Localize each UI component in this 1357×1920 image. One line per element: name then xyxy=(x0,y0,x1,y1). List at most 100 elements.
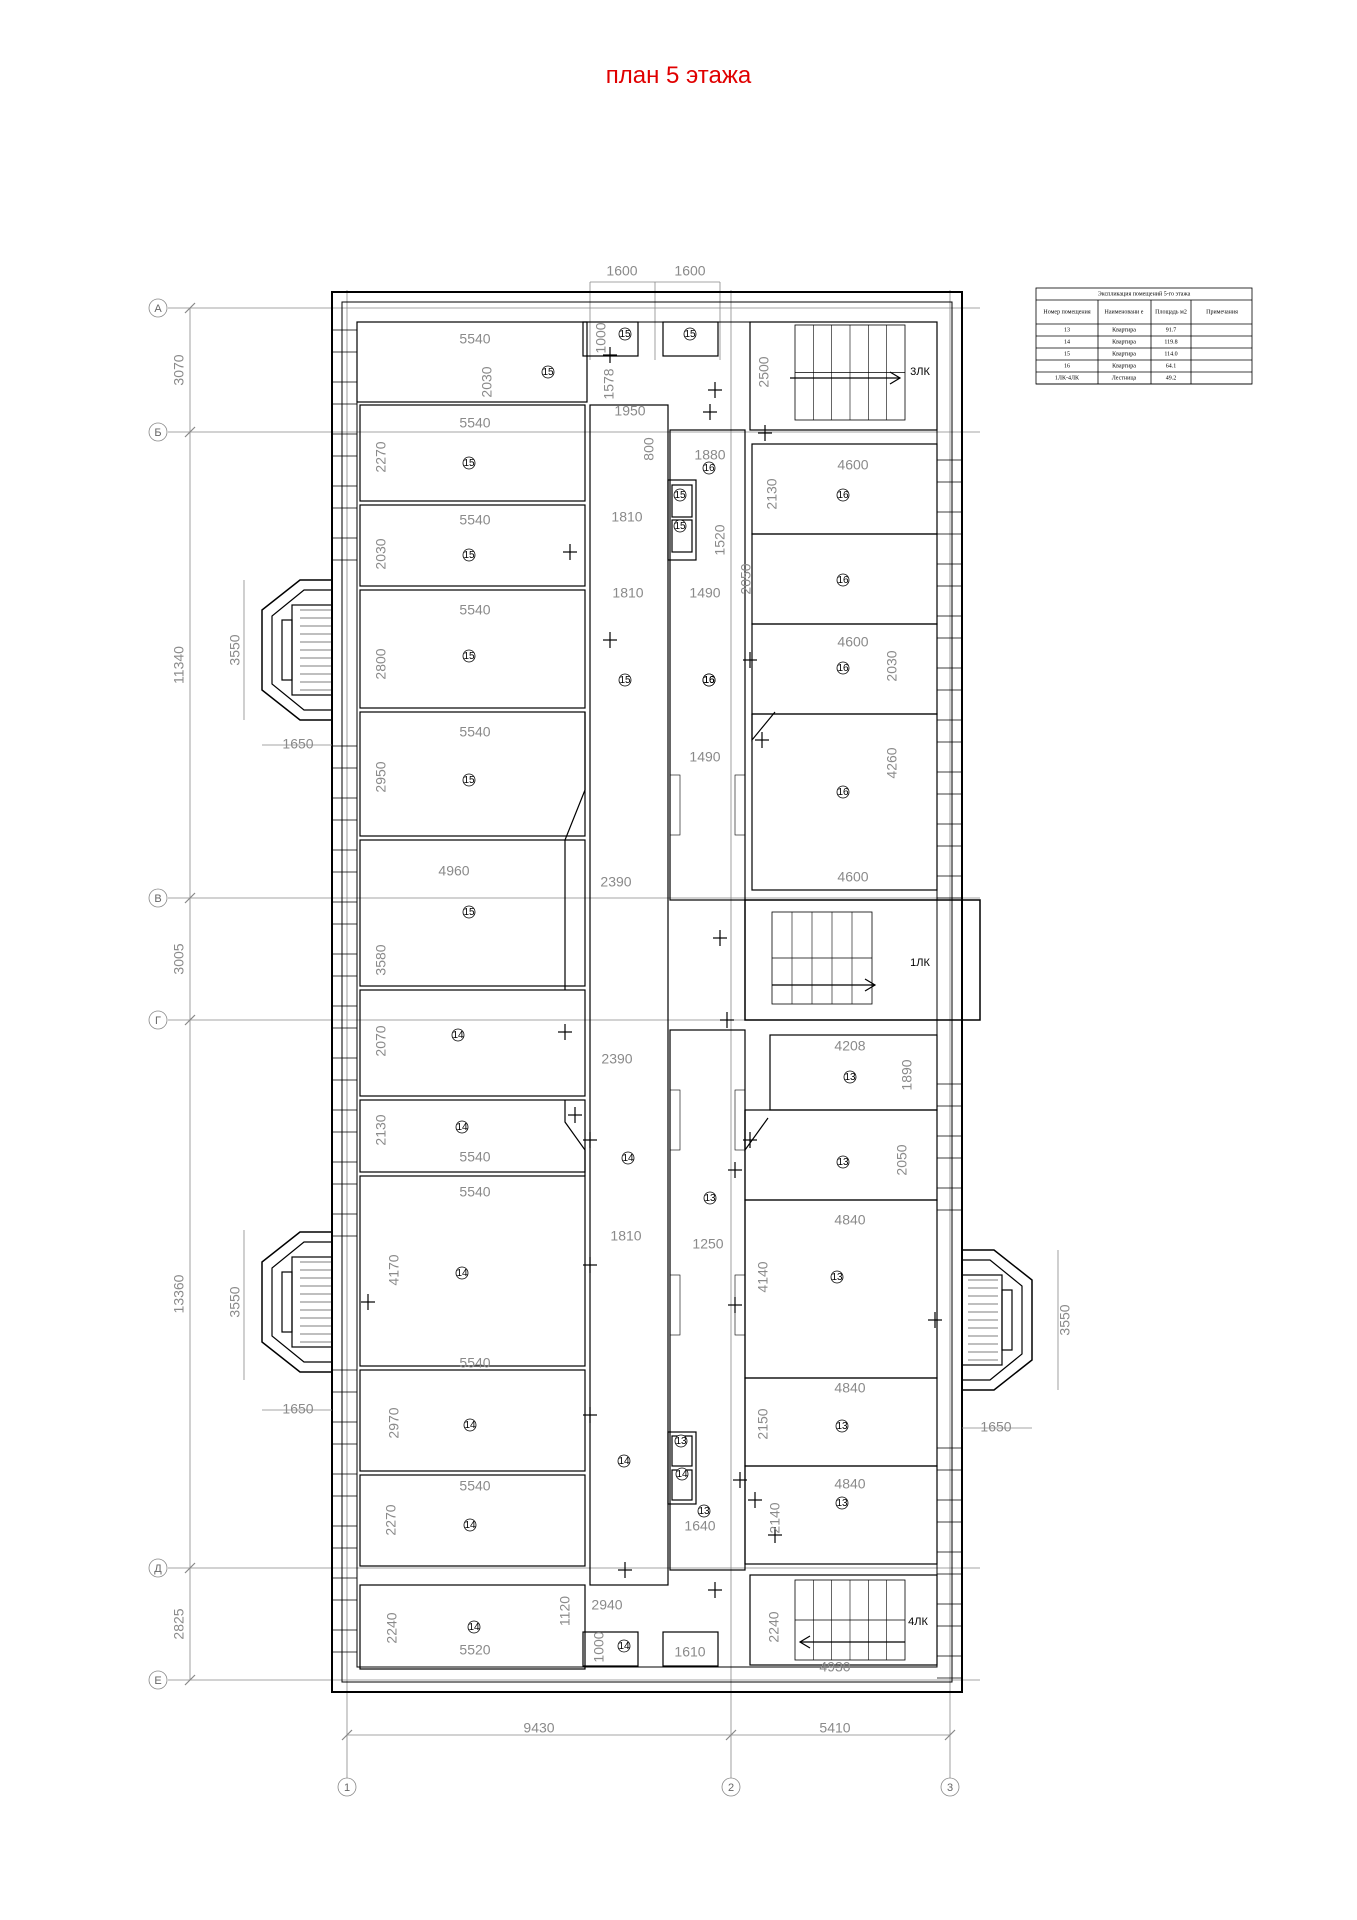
dim-top-0: 1600 xyxy=(606,263,637,279)
room-marker-1: 15 xyxy=(684,329,696,340)
room-marker-29: 13 xyxy=(836,1421,848,1432)
legend-cell-0-2: 91.7 xyxy=(1166,327,1177,333)
legend-cell-2-2: 114.0 xyxy=(1164,351,1177,357)
axis-label-1: 1 xyxy=(344,1782,350,1794)
dim-left-1: 11340 xyxy=(171,646,187,684)
dim-interior-51: 4840 xyxy=(834,1476,865,1492)
dim-bay-0: 3550 xyxy=(227,634,243,665)
dim-interior-38: 5540 xyxy=(459,1184,490,1200)
room-marker-12: 16 xyxy=(837,575,849,586)
dim-interior-59: 1610 xyxy=(674,1644,705,1660)
room-marker-18: 15 xyxy=(463,907,475,918)
dim-interior-21: 4600 xyxy=(837,634,868,650)
dim-interior-36: 5540 xyxy=(459,1149,490,1165)
legend-header-0: Номер помещения xyxy=(1043,309,1090,315)
legend-cell-2-1: Квартира xyxy=(1112,351,1136,357)
dim-left-3: 13360 xyxy=(171,1274,187,1313)
legend-cell-4-2: 49.2 xyxy=(1166,375,1177,381)
dim-top-1: 1600 xyxy=(674,263,705,279)
dim-interior-57: 5520 xyxy=(459,1642,490,1658)
dim-interior-24: 2950 xyxy=(373,761,389,792)
dim-interior-40: 1810 xyxy=(610,1228,641,1244)
room-marker-35: 14 xyxy=(468,1622,480,1633)
room-marker-4: 15 xyxy=(463,550,475,561)
stair-label-3ЛК: 3ЛК xyxy=(910,366,930,378)
dim-interior-4: 1950 xyxy=(614,403,645,419)
dim-interior-50: 1640 xyxy=(684,1518,715,1534)
dim-interior-15: 1520 xyxy=(712,524,728,555)
dim-interior-8: 800 xyxy=(641,437,657,461)
dim-left-2: 3005 xyxy=(171,943,187,974)
room-marker-7: 15 xyxy=(463,651,475,662)
dim-interior-11: 2130 xyxy=(764,478,780,509)
room-marker-17: 16 xyxy=(703,675,715,686)
room-marker-32: 13 xyxy=(698,1506,710,1517)
dim-interior-1: 2030 xyxy=(479,366,495,397)
dim-interior-12: 5540 xyxy=(459,512,490,528)
room-marker-8: 15 xyxy=(619,675,631,686)
dim-interior-52: 2140 xyxy=(767,1502,783,1533)
dim-interior-2: 1000 xyxy=(593,322,609,353)
room-marker-28: 14 xyxy=(618,1456,630,1467)
dim-interior-60: 4930 xyxy=(819,1659,850,1675)
dim-bay-3: 1650 xyxy=(282,1401,313,1417)
legend-table xyxy=(1035,287,1253,385)
room-marker-34: 14 xyxy=(464,1520,476,1531)
page-title: план 5 этажа xyxy=(605,62,752,89)
room-marker-22: 14 xyxy=(622,1153,634,1164)
legend-cell-3-1: Квартира xyxy=(1112,363,1136,369)
room-marker-0: 15 xyxy=(619,329,631,340)
dim-interior-46: 4840 xyxy=(834,1380,865,1396)
legend-cell-4-1: Лестница xyxy=(1112,375,1137,381)
dim-interior-35: 2130 xyxy=(373,1114,389,1145)
dim-interior-42: 4170 xyxy=(386,1254,402,1285)
dim-interior-41: 1250 xyxy=(692,1236,723,1252)
dim-bottom-1: 5410 xyxy=(819,1720,850,1736)
dim-bay-1: 1650 xyxy=(282,736,313,752)
dim-interior-9: 1880 xyxy=(694,447,725,463)
dim-interior-37: 2050 xyxy=(894,1144,910,1175)
legend-cell-1-2: 119.8 xyxy=(1164,339,1177,345)
dim-interior-7: 2270 xyxy=(373,441,389,472)
room-marker-20: 13 xyxy=(844,1072,856,1083)
axis-label-Б: Б xyxy=(154,427,161,439)
dim-interior-10: 4600 xyxy=(837,457,868,473)
stair-label-4ЛК: 4ЛК xyxy=(908,1616,928,1628)
dim-interior-17: 1490 xyxy=(689,585,720,601)
room-marker-2: 15 xyxy=(542,367,554,378)
legend-cell-1-1: Квартира xyxy=(1112,339,1136,345)
room-marker-23: 13 xyxy=(837,1157,849,1168)
dim-bay-4: 3550 xyxy=(1057,1304,1073,1335)
axis-label-Д: Д xyxy=(154,1563,162,1575)
dim-left-4: 2825 xyxy=(171,1608,187,1639)
legend-header-2: Площадь м2 xyxy=(1155,309,1187,315)
legend-cell-4-0: 1ЛК-4ЛК xyxy=(1055,375,1080,381)
dim-interior-47: 2150 xyxy=(755,1408,771,1439)
dim-interior-55: 2940 xyxy=(591,1597,622,1613)
legend-header-3: Примечания xyxy=(1206,309,1238,315)
room-marker-26: 13 xyxy=(831,1272,843,1283)
dim-left-0: 3070 xyxy=(171,354,187,385)
dim-interior-48: 5540 xyxy=(459,1478,490,1494)
dim-interior-56: 2240 xyxy=(384,1612,400,1643)
dim-interior-13: 2030 xyxy=(373,538,389,569)
dim-interior-19: 5540 xyxy=(459,602,490,618)
room-marker-14: 16 xyxy=(837,787,849,798)
dim-interior-39: 4840 xyxy=(834,1212,865,1228)
dim-interior-45: 2970 xyxy=(386,1407,402,1438)
room-marker-10: 15 xyxy=(463,775,475,786)
room-marker-6: 15 xyxy=(674,521,686,532)
room-marker-9: 16 xyxy=(703,463,715,474)
dim-interior-25: 1490 xyxy=(689,749,720,765)
dim-interior-28: 3580 xyxy=(373,944,389,975)
dim-interior-43: 4140 xyxy=(755,1261,771,1292)
dim-interior-30: 4600 xyxy=(837,869,868,885)
axis-label-3: 3 xyxy=(947,1782,953,1794)
legend-cell-3-0: 16 xyxy=(1064,363,1070,369)
dim-interior-34: 1890 xyxy=(899,1059,915,1090)
dim-interior-53: 2240 xyxy=(766,1611,782,1642)
dim-interior-3: 1578 xyxy=(601,368,617,399)
room-marker-31: 14 xyxy=(676,1469,688,1480)
dim-interior-16: 1810 xyxy=(612,585,643,601)
